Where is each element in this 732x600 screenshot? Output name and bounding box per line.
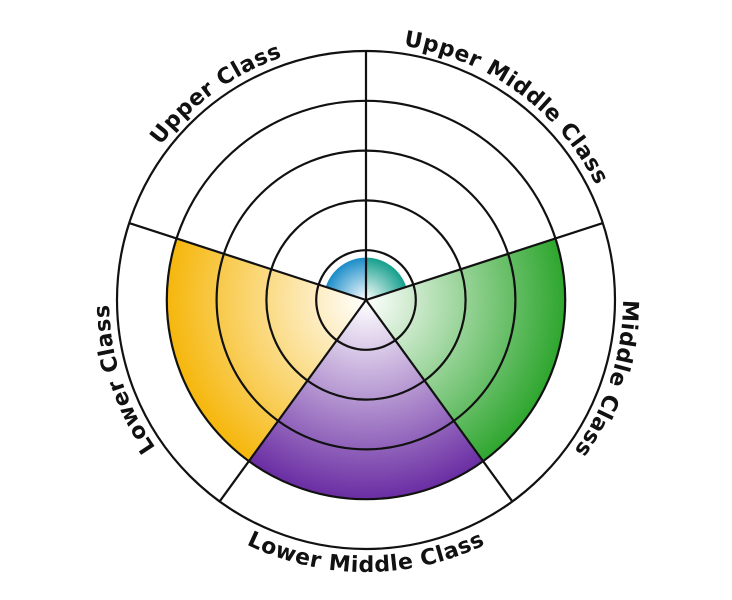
sector-divider [365,222,604,302]
sector-divider [128,222,367,302]
label-middle-class: Middle Class [569,300,642,462]
label-lower-class: Lower Class [90,304,161,458]
category-label: Upper Class [146,39,285,149]
label-upper-class: Upper Class [146,39,285,149]
label-upper-middle-class: Upper Middle Class [402,27,613,189]
category-label: Middle Class [569,300,642,462]
sector-divider [218,299,367,503]
category-label: Lower Class [90,304,160,458]
category-label: Upper Middle Class [402,27,612,189]
sector-divider [365,299,514,503]
